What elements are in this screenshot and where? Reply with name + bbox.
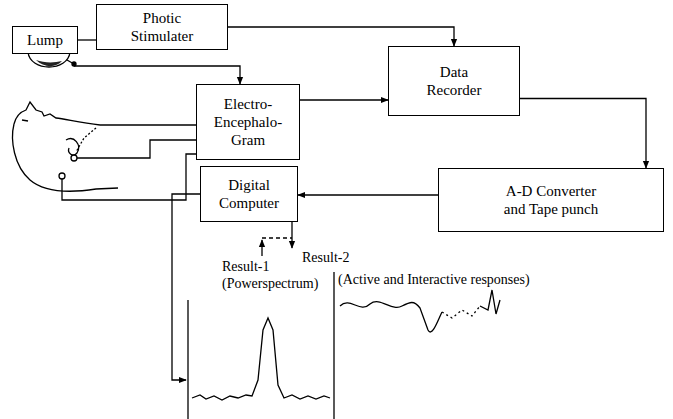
connector xyxy=(228,27,454,46)
electrode xyxy=(59,173,65,179)
node-text: Electro- Encephalo- Gram xyxy=(214,95,282,149)
connector xyxy=(78,39,96,40)
node-content: Digital Computer xyxy=(219,176,279,212)
dashed-link xyxy=(262,237,292,238)
connector xyxy=(520,99,646,169)
node-text: A-D Converter and Tape punch xyxy=(496,182,606,218)
inner-lead xyxy=(76,128,96,152)
face-profile xyxy=(14,102,100,125)
process-box: A-D Converter and Tape punch xyxy=(438,168,664,232)
output-line xyxy=(172,194,200,380)
response-wave xyxy=(480,290,500,314)
result-arrow xyxy=(291,222,292,248)
node-content: Photic Stimulater xyxy=(131,9,193,45)
connector xyxy=(298,194,438,195)
spectrum-curve xyxy=(192,318,330,400)
eye xyxy=(22,120,28,121)
node-content: Data Recorder xyxy=(427,63,482,99)
process-box: Electro- Encephalo- Gram xyxy=(196,84,300,160)
electrode-wire xyxy=(77,140,196,158)
ear xyxy=(66,139,79,155)
lamp-box: Lump xyxy=(12,26,78,54)
response-wave xyxy=(442,306,480,318)
node-content: Electro- Encephalo- Gram xyxy=(214,95,282,149)
plot-divider xyxy=(333,272,334,419)
result-caption: (Active and Interactive responses) xyxy=(338,272,530,289)
plot-axis xyxy=(187,300,188,419)
electrode-wire xyxy=(100,124,196,125)
result-caption: (Powerspectrum) xyxy=(222,276,318,293)
process-box: Data Recorder xyxy=(388,46,520,116)
lamp-shade xyxy=(36,60,62,66)
electrode-wire xyxy=(62,154,196,200)
node-text: Digital Computer xyxy=(219,176,279,212)
result-label: Result-2 xyxy=(302,250,349,267)
node-text: Lump xyxy=(27,31,63,49)
connector xyxy=(300,99,388,100)
process-box: Photic Stimulater xyxy=(96,4,228,50)
node-content: A-D Converter and Tape punch xyxy=(496,182,606,218)
result-arrow xyxy=(261,240,262,256)
connector xyxy=(74,66,240,84)
node-text: Data Recorder xyxy=(427,63,482,99)
response-wave xyxy=(340,302,442,332)
electrode xyxy=(71,155,77,161)
node-content: Lump xyxy=(27,31,63,49)
process-box: Digital Computer xyxy=(200,166,298,222)
node-text: Photic Stimulater xyxy=(131,9,193,45)
result-label: Result-1 xyxy=(222,259,269,276)
lamp-bulb xyxy=(28,52,70,67)
